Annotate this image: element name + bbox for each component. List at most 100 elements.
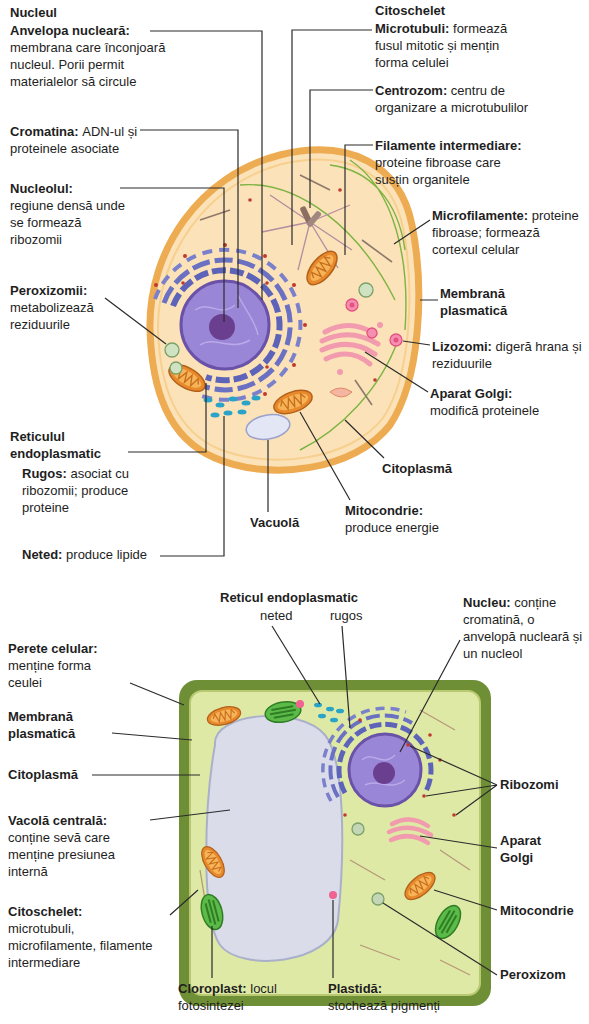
label-term: Peroxizomii:	[10, 282, 110, 299]
label-term: Mitocondrie	[500, 903, 574, 918]
ribosome	[181, 281, 185, 285]
label-group: Citoplasmă	[8, 766, 128, 783]
chromatin	[362, 755, 405, 785]
label-group: Cloroplast:locul fotosintezei	[178, 980, 296, 1014]
label-term: Rugos:	[22, 466, 67, 481]
label-description: proteine fibroase care susțin organitele	[375, 155, 501, 187]
plant-cytoskeleton	[200, 710, 470, 975]
ribosome	[338, 188, 342, 192]
label-group: Vacuolă	[250, 514, 330, 531]
smooth-er	[314, 703, 344, 723]
label-group: Rugos:asociat cu ribozomii; produce prot…	[22, 465, 147, 516]
ribosome	[373, 378, 377, 382]
lysosome	[367, 328, 377, 338]
animal-cell-cortex	[158, 160, 409, 460]
smooth-er-tube	[211, 413, 220, 418]
smooth-er-tube	[216, 403, 225, 408]
label-group: Citoschelet:microtubuli, microfilamente,…	[8, 903, 158, 971]
smooth-er-tube	[204, 398, 213, 403]
label-term: Anvelopa nucleară:	[10, 22, 170, 39]
mitochondrion	[165, 359, 210, 396]
label-group: Mitocondrie:produce energie	[345, 502, 505, 536]
label-group: Reticulul endoplasmatic	[10, 428, 140, 462]
label-term: Aparat Golgi	[500, 833, 541, 865]
plastid	[329, 891, 337, 899]
label-term: Membrană plasmatică	[8, 709, 75, 741]
label-group: Lizozomi:digeră hrana și reziduurile	[432, 338, 582, 372]
ribosomes	[343, 718, 456, 817]
golgi-vesicle	[337, 369, 343, 375]
label-term: Reticul endoplasmatic	[220, 590, 358, 605]
ribosome	[263, 254, 267, 258]
mitochondrion	[400, 868, 439, 905]
label-description: microtubuli, microfilamente, filamente i…	[8, 921, 153, 970]
smooth-er-tube	[238, 410, 247, 415]
label-term: Citoschelet	[375, 3, 445, 18]
label-term: Vacolă centrală:	[8, 812, 130, 829]
label-term: Citoplasmă	[382, 461, 452, 476]
label-term: Microtubuli:	[375, 21, 449, 36]
plant-cell-membrane	[190, 691, 480, 995]
smooth-er-tube	[318, 714, 326, 719]
ribosome	[154, 283, 158, 287]
nucleolus	[373, 762, 395, 784]
ribosome	[358, 718, 362, 722]
label-term: Microfilamente:	[432, 208, 528, 223]
nucleus	[181, 281, 269, 369]
vacuole	[244, 411, 291, 442]
label-group: Nucleul	[10, 4, 170, 21]
label-group: Aparat Golgi:modifică proteinele	[430, 385, 580, 419]
label-term: Plastidă:	[328, 980, 468, 997]
nucleus	[349, 734, 421, 806]
label-description: regiune densă unde se formează ribozomii	[10, 198, 125, 247]
mitochondrion	[205, 703, 242, 728]
label-term: Nucleul	[10, 5, 57, 20]
ribosome	[303, 323, 307, 327]
label-group: Perete celular:menține forma ceulei	[8, 640, 118, 691]
centrosome	[306, 210, 322, 228]
label-group: Membrană plasmatică	[8, 708, 118, 742]
label-term: Citoschelet:	[8, 903, 158, 920]
label-group: Membrană plasmatică	[440, 285, 560, 319]
label-term: Vacuolă	[250, 515, 299, 530]
mitochondrion	[301, 246, 342, 289]
smooth-er-tube	[252, 396, 261, 401]
label-term: Mitocondrie:	[345, 502, 505, 519]
label-description: metabolizează reziduurile	[10, 300, 94, 332]
ribosome	[422, 794, 426, 798]
ribosome	[343, 813, 347, 817]
label-description: rugos	[330, 608, 363, 623]
label-description: conține sevă care menține presiunea inte…	[8, 830, 115, 879]
label-group: Neted:produce lipide	[22, 546, 222, 563]
smooth-er-tube	[330, 718, 338, 723]
label-description: menține forma ceulei	[8, 658, 91, 690]
peroxisome	[359, 283, 373, 297]
label-term: Reticulul endoplasmatic	[10, 429, 101, 461]
label-description: produce lipide	[66, 547, 147, 562]
label-group: Filamente intermediare:proteine fibroase…	[375, 137, 535, 188]
label-group: Microfilamente:proteine fibroase; formea…	[432, 207, 557, 258]
chromatin	[195, 295, 258, 345]
smooth-er-tube	[229, 397, 238, 402]
plastid	[296, 700, 304, 708]
chloroplast	[198, 892, 227, 932]
label-group: Peroxizomii:metabolizează reziduurile	[10, 282, 110, 333]
label-group: Cromatina:ADN-ul și proteinele asociate	[10, 123, 155, 157]
golgi-apparatus	[322, 325, 378, 364]
ribosome	[406, 743, 410, 747]
label-term: Nucleolul:	[10, 180, 128, 197]
secretory-vesicle	[330, 388, 352, 397]
mitochondrion	[197, 843, 229, 881]
label-description: produce energie	[345, 520, 439, 535]
leader-lines	[92, 626, 497, 978]
smooth-er	[204, 396, 261, 418]
label-group: Peroxizom	[500, 966, 588, 983]
golgi-vesicle	[377, 322, 383, 328]
peroxisome	[352, 823, 364, 835]
label-term: Citoplasmă	[8, 767, 78, 782]
label-description: neted	[260, 608, 293, 623]
label-description: stochează pigmenți	[328, 998, 440, 1013]
central-vacuole	[206, 716, 342, 961]
label-term: Lizozomi:	[432, 339, 492, 354]
